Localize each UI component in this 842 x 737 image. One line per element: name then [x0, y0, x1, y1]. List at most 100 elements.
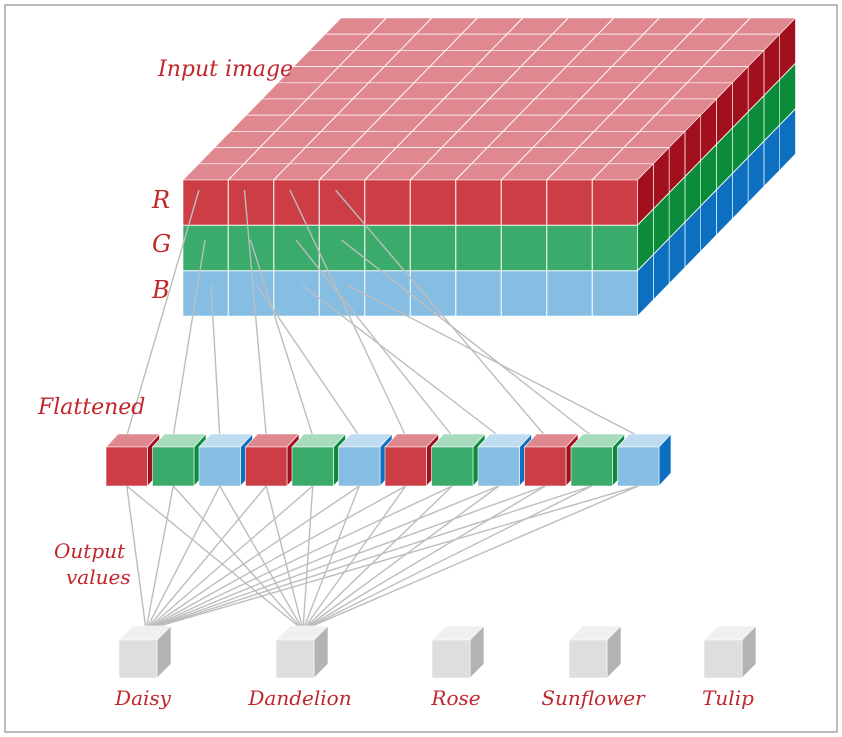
flattened-cell-4-front — [291, 446, 334, 487]
flattened-cell-7-front — [431, 446, 474, 487]
output-label-daisy: Daisy — [114, 686, 172, 710]
output-node-sunflower-front — [568, 639, 608, 679]
lower-line-0-2 — [145, 485, 221, 631]
output-label-dandelion: Dandelion — [247, 686, 351, 710]
flattened-cell-5 — [337, 433, 393, 487]
upper-line-2 — [210, 284, 221, 437]
input-image-label: Input image — [157, 57, 293, 82]
lower-line-1-2 — [219, 485, 304, 631]
output-labels: Daisy Dandelion Rose Sunflower Tulip — [114, 686, 754, 710]
pixel-g-0-3-front — [319, 225, 365, 271]
pixel-g-0-8-front — [546, 225, 593, 271]
pixel-b-0-7-front — [501, 270, 547, 317]
flattened-cell-5-front — [338, 446, 381, 487]
pixel-b-0-6-front — [455, 270, 502, 317]
flattened-cell-11 — [616, 433, 672, 487]
pixel-r-0-9-front — [592, 179, 638, 226]
flattened-cell-6-front — [384, 446, 427, 487]
lower-line-1-3 — [265, 485, 304, 631]
upper-line-11 — [347, 284, 639, 437]
flattened-cell-2 — [198, 433, 254, 487]
pixel-b-0-8-front — [546, 270, 593, 317]
lower-line-1-1 — [172, 485, 304, 631]
lower-line-0-8 — [145, 485, 500, 631]
flattened-cell-3-front — [245, 446, 288, 487]
lower-line-0-0 — [126, 485, 147, 631]
flattened-cell-9 — [523, 433, 579, 487]
channel-g-label: G — [152, 230, 171, 258]
flattened-cell-4 — [291, 433, 347, 487]
output-node-sunflower — [568, 625, 622, 679]
flattened-to-output-lines — [126, 485, 639, 631]
lower-line-1-7 — [302, 485, 453, 631]
lower-line-1-9 — [302, 485, 546, 631]
lower-line-1-6 — [302, 485, 407, 631]
pixel-r-0-6-front — [455, 179, 502, 226]
output-node-daisy — [118, 625, 172, 679]
lower-line-1-10 — [302, 485, 593, 631]
upper-line-3 — [243, 189, 267, 437]
output-node-tulip-front — [703, 639, 743, 679]
upper-line-10 — [341, 239, 593, 437]
lower-line-0-7 — [145, 485, 453, 631]
flattened-label: Flattened — [37, 395, 145, 420]
output-node-daisy-front — [118, 639, 158, 679]
pixel-g-0-7-front — [501, 225, 547, 271]
output-label-sunflower: Sunflower — [541, 686, 646, 710]
pixel-r-0-9 — [591, 163, 655, 226]
upper-line-4 — [249, 239, 314, 437]
flattened-cell-6 — [384, 433, 440, 487]
pixel-g-0-6-front — [455, 225, 502, 271]
pixel-r-0-4-front — [364, 179, 411, 226]
lower-line-1-11 — [302, 485, 639, 631]
lower-line-0-9 — [145, 485, 546, 631]
output-label-tulip: Tulip — [702, 686, 754, 710]
output-node-dandelion-front — [275, 639, 315, 679]
flattened-cell-0-front — [105, 446, 148, 487]
output-nodes — [118, 625, 757, 679]
upper-line-0 — [126, 189, 200, 437]
pixel-b-0-3-front — [319, 270, 365, 317]
lower-line-1-8 — [302, 485, 500, 631]
pixel-r-0-3-front — [319, 179, 365, 226]
flattened-cell-2-front — [198, 446, 241, 487]
pixel-r-0-7-front — [501, 179, 547, 226]
output-label-rose: Rose — [430, 686, 480, 710]
flattened-cell-8 — [477, 433, 533, 487]
lower-line-0-10 — [145, 485, 592, 631]
channel-r-label: R — [151, 186, 170, 214]
flattened-cell-10-front — [570, 446, 613, 487]
upper-line-9 — [334, 189, 546, 437]
lower-line-0-1 — [145, 485, 174, 631]
pixel-b-0-5-front — [410, 270, 456, 317]
upper-line-5 — [255, 284, 360, 437]
pixel-b-0-2-front — [273, 270, 320, 317]
pixel-r-0-8-front — [546, 179, 593, 226]
lower-line-1-5 — [302, 485, 360, 631]
output-node-rose-front — [431, 639, 471, 679]
flattened-cell-7 — [430, 433, 486, 487]
pixel-r-0-1-front — [228, 179, 274, 226]
flattened-cell-9-front — [524, 446, 567, 487]
output-node-dandelion — [275, 625, 329, 679]
input-to-flattened-lines — [126, 189, 639, 437]
output-values-label-line1: Output — [54, 539, 126, 563]
lower-line-0-6 — [145, 485, 407, 631]
flattened-cell-0 — [105, 433, 161, 487]
upper-line-6 — [289, 189, 407, 437]
upper-line-7 — [295, 239, 453, 437]
output-node-rose — [431, 625, 485, 679]
flattened-vector — [105, 433, 672, 487]
pixel-g-0-9-front — [592, 225, 638, 271]
pixel-r-0-5-front — [410, 179, 456, 226]
flattened-cell-10 — [570, 433, 626, 487]
pixel-b-0-9-front — [592, 270, 638, 317]
output-values-label-line2: values — [66, 565, 131, 589]
upper-line-1 — [172, 239, 206, 437]
flattened-cell-1 — [151, 433, 207, 487]
flattened-cell-3 — [244, 433, 300, 487]
pixel-g-0-5-front — [410, 225, 456, 271]
lower-line-0-3 — [145, 485, 267, 631]
